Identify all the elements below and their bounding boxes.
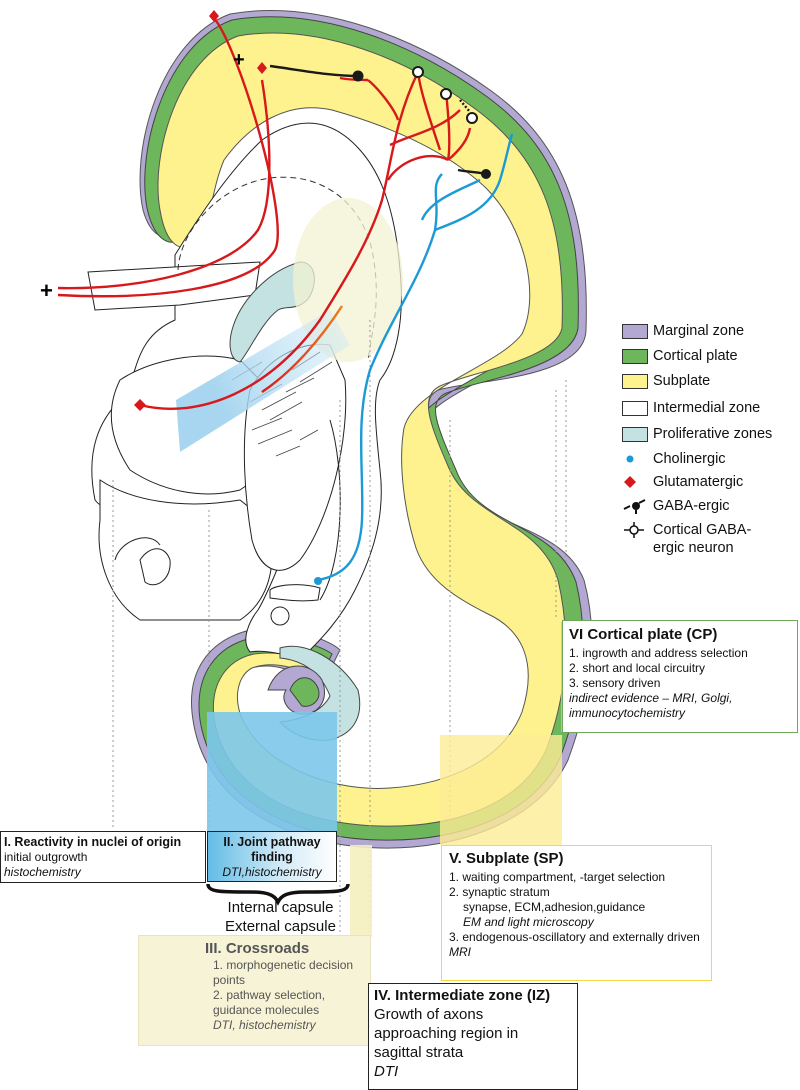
cortical-plate-swatch	[622, 349, 648, 364]
cholinergic-soma	[314, 577, 322, 585]
cortical-gaba-neurons	[412, 66, 478, 124]
reactivity-box: I. Reactivity in nuclei of origin initia…	[0, 831, 206, 883]
legend-label: GABA-ergic	[653, 498, 730, 514]
intermedial-zone-swatch	[622, 401, 648, 416]
sp-item-3: 3. endogenous-oscillatory and externally…	[449, 930, 700, 944]
intermediate-method: DTI	[374, 1063, 399, 1080]
marginal-zone-swatch	[622, 324, 648, 339]
legend-label-line-2: ergic neuron	[653, 540, 734, 556]
joint-pathway-method: DTI,histochemistry	[222, 865, 322, 879]
sp-item-2-method: EM and light microscopy	[463, 915, 594, 929]
cp-item-3: 3. sensory driven	[569, 676, 661, 690]
legend-label: Marginal zone	[653, 323, 745, 339]
capsule-brace	[206, 883, 350, 906]
legend-item-proliferative-zones: Proliferative zones	[622, 425, 772, 447]
intermediate-zone-box: IV. Intermediate zone (IZ) Growth of axo…	[368, 983, 578, 1090]
capsules-label: Internal capsule External capsule	[193, 898, 368, 936]
legend-label: Cholinergic	[653, 451, 726, 467]
reactivity-title: I. Reactivity in nuclei of origin	[4, 835, 182, 849]
glutamatergic-terminals	[134, 10, 267, 411]
subplate-title: V. Subplate (SP)	[449, 850, 564, 867]
legend-item-cortical-gaba-neuron: Cortical GABA-ergic neuron	[622, 521, 751, 561]
gaba-synapse-icon	[623, 499, 646, 514]
glutamatergic-diamond-icon	[624, 476, 636, 488]
subplate-swatch	[622, 374, 648, 389]
legend-item-glutamatergic: Glutamatergic	[622, 473, 743, 495]
intermediate-title: IV. Intermediate zone (IZ)	[374, 987, 551, 1004]
legend-item-marginal-zone: Marginal zone	[622, 322, 744, 344]
cholinergic-axons	[317, 133, 514, 582]
crossroads-connector-band	[350, 845, 372, 937]
plus-sign-left: +	[40, 278, 53, 303]
cp-evidence: indirect evidence – MRI, Golgi, immunocy…	[569, 691, 733, 720]
crossroads-item-2: 2. pathway selection, guidance molecules	[213, 988, 326, 1017]
cp-item-1: 1. ingrowth and address selection	[569, 646, 748, 660]
legend-label: Subplate	[653, 373, 711, 389]
reactivity-line: initial outgrowth	[4, 850, 88, 864]
proliferative-zones-swatch	[622, 427, 648, 442]
cortical-gaba-neuron-icon	[624, 522, 644, 538]
intermediate-text: Growth of axons approaching region in sa…	[374, 1006, 519, 1061]
legend-label-line-1: Cortical GABA-	[653, 522, 752, 538]
sp-connector-band	[440, 735, 562, 845]
projection-band	[176, 310, 350, 452]
crossroads-box: III. Crossroads 1. morphogenetic decisio…	[138, 935, 371, 1046]
sp-item-2-detail: synapse, ECM,adhesion,guidance	[463, 900, 646, 914]
joint-pathway-title: II. Joint pathway finding	[223, 835, 321, 864]
crossroads-item-1: 1. morphogenetic decision points	[213, 958, 354, 987]
legend-label: Intermedial zone	[653, 400, 761, 416]
cp-item-2: 2. short and local circuitry	[569, 661, 706, 675]
legend-item-cortical-plate: Cortical plate	[622, 347, 738, 369]
legend-label: Cortical plate	[653, 348, 738, 364]
temporal-curl	[267, 665, 325, 715]
crossroads-title: III. Crossroads	[205, 940, 310, 957]
legend-item-cholinergic: Cholinergic	[622, 450, 726, 472]
sp-method: MRI	[449, 945, 471, 959]
reactivity-method: histochemistry	[4, 865, 81, 879]
plus-sign-top: +	[233, 49, 245, 71]
cortical-plate-box: VI Cortical plate (CP) 1. ingrowth and a…	[562, 620, 798, 733]
cortical-plate-title: VI Cortical plate (CP)	[569, 626, 718, 643]
sp-item-1: 1. waiting compartment, -target selectio…	[449, 870, 666, 884]
internal-capsule-label: Internal capsule	[227, 899, 334, 916]
cholinergic-dot-icon	[626, 455, 634, 463]
legend-label: Glutamatergic	[653, 474, 744, 490]
joint-pathway-connector-band	[207, 712, 337, 832]
joint-pathway-box: II. Joint pathway finding DTI,histochemi…	[207, 831, 337, 882]
crossroads-method: DTI, histochemistry	[213, 1018, 316, 1032]
external-capsule-label: External capsule	[225, 918, 336, 935]
gaba-neurons	[352, 70, 491, 179]
legend-item-subplate: Subplate	[622, 372, 710, 394]
legend-item-intermedial-zone: Intermedial zone	[622, 399, 760, 421]
subplate-box: V. Subplate (SP) 1. waiting compartment,…	[441, 845, 712, 981]
glutamatergic-axon-gradient	[261, 305, 344, 393]
legend-label: Proliferative zones	[653, 426, 773, 442]
sp-item-2: 2. synaptic stratum	[449, 885, 550, 899]
legend-label: Cortical GABA-ergic neuron	[653, 521, 751, 557]
legend-item-gaba-ergic: GABA-ergic	[622, 497, 730, 519]
